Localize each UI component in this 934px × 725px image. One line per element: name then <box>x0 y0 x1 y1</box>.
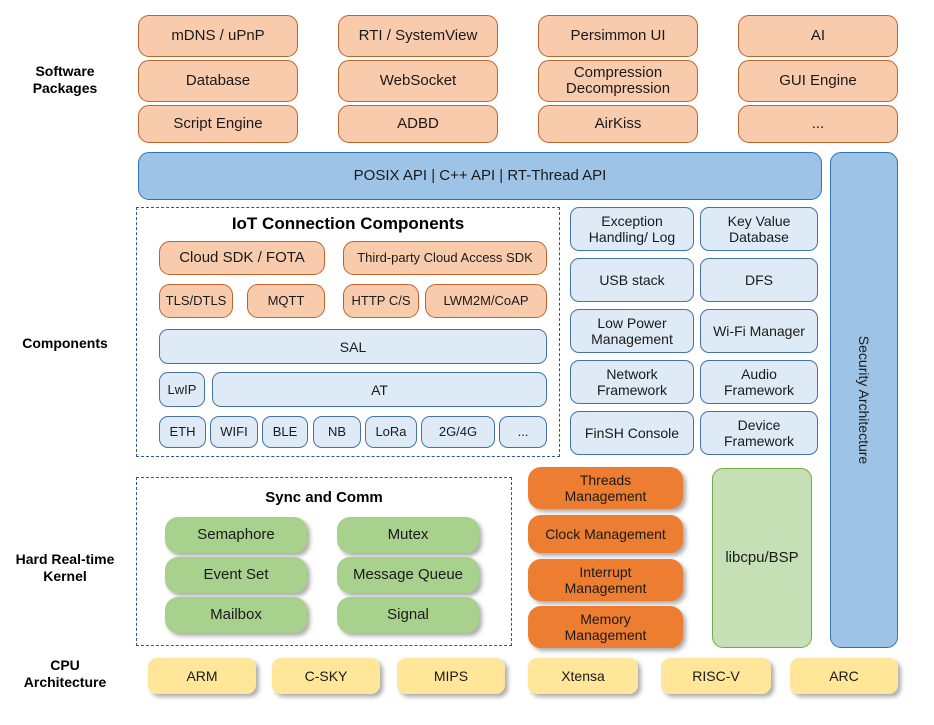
sync-and-comm-group <box>136 477 512 646</box>
cpu-arm[interactable]: ARM <box>148 658 256 694</box>
api-bar[interactable]: POSIX API | C++ API | RT-Thread API <box>138 152 822 200</box>
iot-cloud-sdk-fota[interactable]: Cloud SDK / FOTA <box>159 241 325 275</box>
row-label-components-line1: Components <box>22 335 108 351</box>
row-label-software-packages-line2: Packages <box>32 80 98 96</box>
row-label-kernel-line1: Hard Real-time <box>15 551 115 567</box>
sync-semaphore[interactable]: Semaphore <box>165 517 307 553</box>
iot-link-eth[interactable]: ETH <box>159 416 206 448</box>
iot-sal[interactable]: SAL <box>159 329 547 364</box>
component-finsh-console[interactable]: FinSH Console <box>570 411 694 455</box>
package-script-engine[interactable]: Script Engine <box>138 105 298 143</box>
sync-event-set[interactable]: Event Set <box>165 557 307 593</box>
component-low-power-management[interactable]: Low Power Management <box>570 309 694 353</box>
row-label-components: Components <box>0 335 130 352</box>
package-database[interactable]: Database <box>138 60 298 102</box>
component-usb-stack[interactable]: USB stack <box>570 258 694 302</box>
kernel-threads-management[interactable]: Threads Management <box>528 467 683 509</box>
cpu-mips[interactable]: MIPS <box>397 658 505 694</box>
row-label-software-packages-line1: Software <box>35 63 95 79</box>
sync-mailbox[interactable]: Mailbox <box>165 597 307 633</box>
package-ai[interactable]: AI <box>738 15 898 57</box>
component-dfs[interactable]: DFS <box>700 258 818 302</box>
sync-mutex[interactable]: Mutex <box>337 517 479 553</box>
kernel-memory-management[interactable]: Memory Management <box>528 606 683 648</box>
iot-link-ble[interactable]: BLE <box>262 416 308 448</box>
package-airkiss[interactable]: AirKiss <box>538 105 698 143</box>
iot-lwip[interactable]: LwIP <box>159 372 205 407</box>
kernel-clock-management[interactable]: Clock Management <box>528 515 683 553</box>
package-websocket[interactable]: WebSocket <box>338 60 498 102</box>
iot-http-cs[interactable]: HTTP C/S <box>343 284 419 318</box>
iot-link-nb[interactable]: NB <box>313 416 361 448</box>
security-architecture-label: Security Architecture <box>856 335 873 465</box>
api-bar-label: POSIX API | C++ API | RT-Thread API <box>353 167 607 184</box>
package-rti-systemview[interactable]: RTI / SystemView <box>338 15 498 57</box>
row-label-cpu-architecture: CPU Architecture <box>0 657 130 691</box>
package-adbd[interactable]: ADBD <box>338 105 498 143</box>
iot-link-wifi[interactable]: WIFI <box>210 416 258 448</box>
cpu-risc-v[interactable]: RISC-V <box>661 658 771 694</box>
sync-message-queue[interactable]: Message Queue <box>337 557 479 593</box>
package-more[interactable]: ... <box>738 105 898 143</box>
package-gui-engine[interactable]: GUI Engine <box>738 60 898 102</box>
sync-signal[interactable]: Signal <box>337 597 479 633</box>
iot-link-2g-4g[interactable]: 2G/4G <box>421 416 495 448</box>
package-persimmon-ui[interactable]: Persimmon UI <box>538 15 698 57</box>
component-exception-handling-log[interactable]: Exception Handling/ Log <box>570 207 694 251</box>
libcpu-bsp[interactable]: libcpu/BSP <box>712 468 812 648</box>
component-audio-framework[interactable]: Audio Framework <box>700 360 818 404</box>
iot-lwm2m-coap[interactable]: LWM2M/CoAP <box>425 284 547 318</box>
row-label-cpu-line1: CPU <box>50 657 80 673</box>
cpu-c-sky[interactable]: C-SKY <box>272 658 380 694</box>
cpu-arc[interactable]: ARC <box>790 658 898 694</box>
package-compression-decompression[interactable]: Compression Decompression <box>538 60 698 102</box>
iot-at[interactable]: AT <box>212 372 547 407</box>
cpu-xtensa[interactable]: Xtensa <box>528 658 638 694</box>
row-label-software-packages: Software Packages <box>0 63 130 97</box>
component-device-framework[interactable]: Device Framework <box>700 411 818 455</box>
iot-third-party-cloud-access-sdk[interactable]: Third-party Cloud Access SDK <box>343 241 547 275</box>
package-mdns-upnp[interactable]: mDNS / uPnP <box>138 15 298 57</box>
iot-link-lora[interactable]: LoRa <box>365 416 417 448</box>
kernel-interrupt-management[interactable]: Interrupt Management <box>528 559 683 601</box>
component-network-framework[interactable]: Network Framework <box>570 360 694 404</box>
iot-connection-components-title: IoT Connection Components <box>231 214 465 233</box>
component-key-value-database[interactable]: Key Value Database <box>700 207 818 251</box>
security-architecture-bar[interactable]: Security Architecture <box>830 152 898 648</box>
iot-link-more[interactable]: ... <box>499 416 547 448</box>
iot-connection-components-group <box>136 207 560 457</box>
row-label-cpu-line2: Architecture <box>23 674 107 690</box>
row-label-kernel: Hard Real-time Kernel <box>0 551 130 585</box>
sync-and-comm-title: Sync and Comm <box>265 489 383 506</box>
iot-mqtt[interactable]: MQTT <box>247 284 325 318</box>
iot-tls-dtls[interactable]: TLS/DTLS <box>159 284 233 318</box>
row-label-kernel-line2: Kernel <box>43 568 87 584</box>
component-wifi-manager[interactable]: Wi-Fi Manager <box>700 309 818 353</box>
